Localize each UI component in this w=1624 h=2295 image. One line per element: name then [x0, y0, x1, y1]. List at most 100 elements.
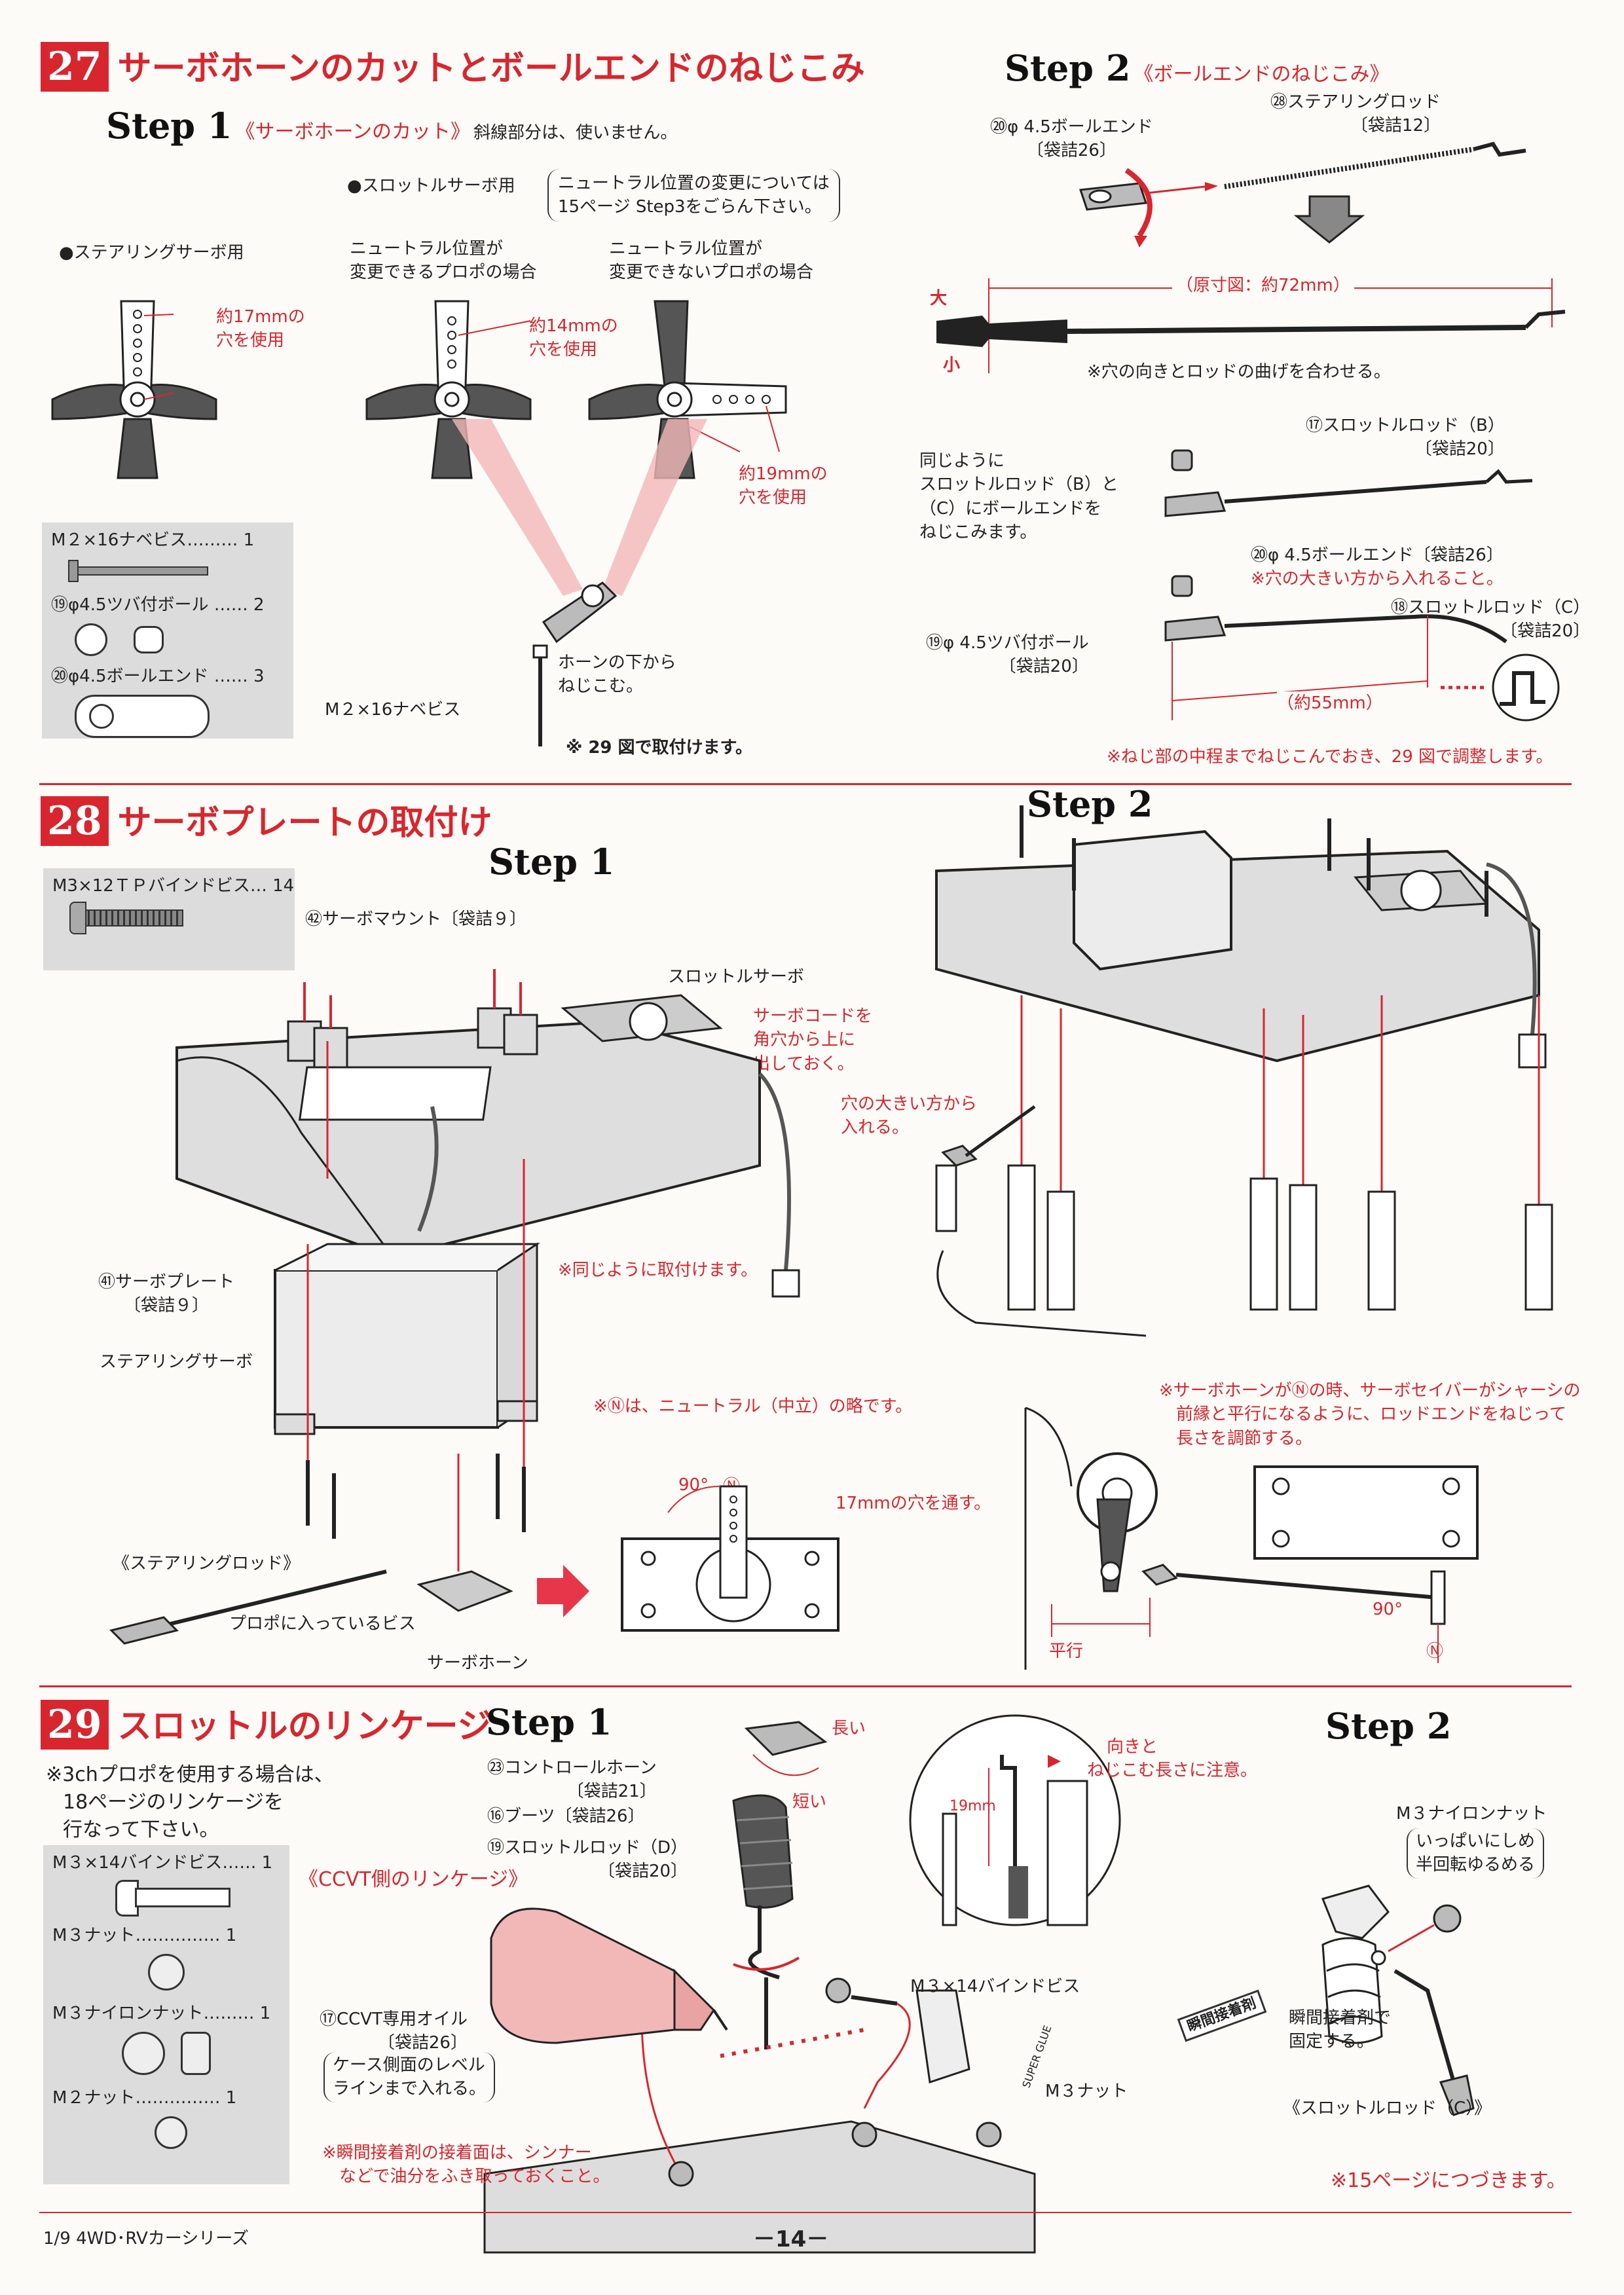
same-note: 同じように スロットルロッド（B）と （C）にボールエンドを ねじこみます。 [919, 449, 1118, 545]
ballend-screw-in-drawing [1079, 141, 1526, 248]
rod-b-bag: 〔袋詰20〕 [1414, 439, 1505, 460]
section-28-title: サーボプレートの取付け [117, 803, 492, 843]
rod-b-text: ⑰スロットルロッド（B） [1306, 416, 1505, 435]
hole17-line1: 約17mmの [216, 307, 305, 327]
s27-bottom-note: ※ねじ部の中程までねじこんでおき、29 図で調整します。 [1107, 747, 1553, 767]
servo-plate-step1-drawing [109, 969, 800, 1645]
s27-step2-sub: 《ボールエンドのねじこみ》 [1134, 63, 1390, 86]
adj-no-line1: ニュートラル位置が [609, 239, 763, 259]
section-28-badge: 28 [41, 796, 109, 846]
oil-label-bag: 〔袋詰26〕 [377, 2033, 468, 2053]
note-3ch-line: 18ページのリンケージを [63, 1791, 284, 1814]
divider-28-29 [39, 1685, 1572, 1687]
hole14-label: 約14mmの 穴を使用 [529, 314, 618, 362]
rod-c-bag: 〔袋詰20〕 [1500, 621, 1591, 642]
down-arrow-icon [1293, 195, 1365, 244]
hole19-line1: 約19mmの [739, 464, 828, 484]
throttle-servo-28-label: スロットルサーボ [668, 967, 805, 987]
large-hole-note: 穴の大きい方から 入れる。 [841, 1092, 977, 1140]
bind-screw-icon [43, 1877, 289, 1918]
servo-plate-text: ㊶サーボプレート [98, 1272, 235, 1292]
horn-below-line2: ねじこむ。 [558, 676, 644, 697]
s27-part-name: ⑳φ4.5ボールエンド [51, 667, 209, 686]
s28-part-row: M3×12ＴＰバインドビス… 14 [52, 876, 295, 896]
s28-step2-label: Step 2 [1027, 783, 1153, 825]
servo-horn-label: サーボホーン [427, 1653, 528, 1673]
horn-below-label: ホーンの下から ねじこむ。 [558, 651, 676, 699]
hole19-line2: 穴を使用 [739, 488, 807, 508]
s27-part-qty: 2 [253, 595, 265, 615]
steer-rod-label: ㉘ステアリングロッド 〔袋詰12〕 [1270, 90, 1441, 138]
horn-assembly-drawing [452, 419, 707, 746]
ballend-label-text: ⑳φ 4.5ボールエンド [990, 117, 1153, 137]
propo-screw-label: プロポに入っているビス [229, 1614, 416, 1634]
s28-part-name: M3×12ＴＰバインドビス [52, 876, 250, 896]
nylon-note-line: 半回転ゆるめる [1416, 1855, 1536, 1875]
ccvt-label: 《CCVT側のリンケージ》 [299, 1868, 528, 1891]
s27-part-qty: 3 [253, 667, 265, 686]
s27-step1-label: Step 1 [106, 105, 232, 147]
red-arrow-icon [537, 1565, 589, 1617]
rod-d-label: ⑲スロットルロッド（D） 〔袋詰20〕 [487, 1836, 688, 1884]
glue-note-line: ※瞬間接着剤の接着面は、シンナー [322, 2143, 592, 2163]
footer-divider [39, 2212, 1572, 2213]
oil-bottle-drawing [490, 1907, 728, 2044]
n-mark-bottom: Ⓝ [1426, 1642, 1444, 1661]
horn-below-line1: ホーンの下から [558, 653, 676, 672]
note-3ch: ※3chプロポを使用する場合は、 18ページのリンケージを 行なって下さい。 [46, 1761, 334, 1844]
glue-label: 瞬間接着剤 [1177, 1989, 1267, 2042]
servo-plate-label: ㊶サーボプレート 〔袋詰９〕 [98, 1270, 234, 1318]
s28-part-qty: 14 [272, 876, 295, 896]
glue-fix-line: 固定する。 [1289, 2032, 1375, 2052]
same-note-line: 同じように [919, 451, 1005, 471]
throttle-note-line1: ニュートラル位置の変更については [558, 174, 830, 193]
direction-note-line: 向きと [1107, 1737, 1158, 1757]
s27-step2-heading: Step 2 《ボールエンドのねじこみ》 [1005, 47, 1390, 89]
nylon-nut-icon [43, 2028, 289, 2080]
nylon-nut-label: M３ナイロンナット [1396, 1804, 1547, 1824]
hole17-label: 約17mmの 穴を使用 [216, 305, 305, 353]
m2-nut-icon [43, 2112, 289, 2158]
same-note-line: （C）にボールエンドを [919, 498, 1102, 519]
dim-large-label: 大 [930, 289, 948, 308]
s29-step2-label: Step 2 [1325, 1705, 1452, 1747]
cord-note-line: 角穴から上に [753, 1030, 856, 1050]
s29-part-row: M２ナット…………… 1 [52, 2088, 237, 2108]
adj-no-line2: 変更できないプロポの場合 [609, 263, 814, 283]
m3-nut-icon [43, 1950, 289, 1996]
s27-part-name: M２×16ナベビス [51, 530, 187, 550]
fig29-note: ※ 29 図で取付けます。 [566, 738, 752, 758]
throttle-servo-label: ●スロットルサーボ用 [347, 176, 515, 196]
s27-step2-label: Step 2 [1005, 47, 1131, 89]
neutral-note: ※Ⓝは、ニュートラル（中立）の略です。 [593, 1397, 913, 1416]
red-funnel-right [602, 419, 707, 596]
control-horn-bag: 〔袋詰21〕 [566, 1782, 657, 1802]
s27-part-qty: 1 [243, 530, 255, 550]
rod-c-text: ⑱スロットルロッド（C） [1391, 598, 1591, 617]
red-funnel-left [452, 419, 583, 596]
large-hole-line: 入れる。 [841, 1118, 910, 1138]
large-hole-line: 穴の大きい方から [841, 1094, 978, 1114]
same-install-note: ※同じように取付けます。 [558, 1260, 758, 1280]
mm19-label: 19mm [950, 1798, 996, 1814]
s29-part-name: M２ナット [52, 2088, 136, 2108]
same-note-line: スロットルロッド（B）と [919, 475, 1118, 495]
adj-no-label: ニュートラル位置が 変更できないプロポの場合 [609, 237, 813, 285]
oil-note: ケース側面のレベル ラインまで入れる。 [323, 2052, 496, 2102]
steering-servo-horn-drawing [51, 300, 217, 479]
control-horn-text: ㉓コントロールホーン [487, 1758, 657, 1778]
deg90-2-label: 90° [1373, 1600, 1403, 1619]
note-3ch-line: 行なって下さい。 [63, 1818, 219, 1841]
screw-icon [55, 555, 280, 587]
ballend-icon [55, 691, 280, 743]
cord-note-line: サーボコードを [753, 1006, 873, 1026]
align-note: ※穴の向きとロッドの曲げを合わせる。 [1087, 362, 1391, 382]
ball-label-bag: 〔袋詰20〕 [999, 657, 1089, 677]
rod-length-detail-drawing [909, 1714, 1121, 1926]
section-27-title: サーボホーンのカットとボールエンドのねじこみ [117, 49, 865, 88]
s27-part-row: ⑳φ4.5ボールエンド …… 3 [51, 667, 265, 686]
throttle-note-line2: 15ページ Step3をごらん下さい。 [558, 197, 822, 217]
